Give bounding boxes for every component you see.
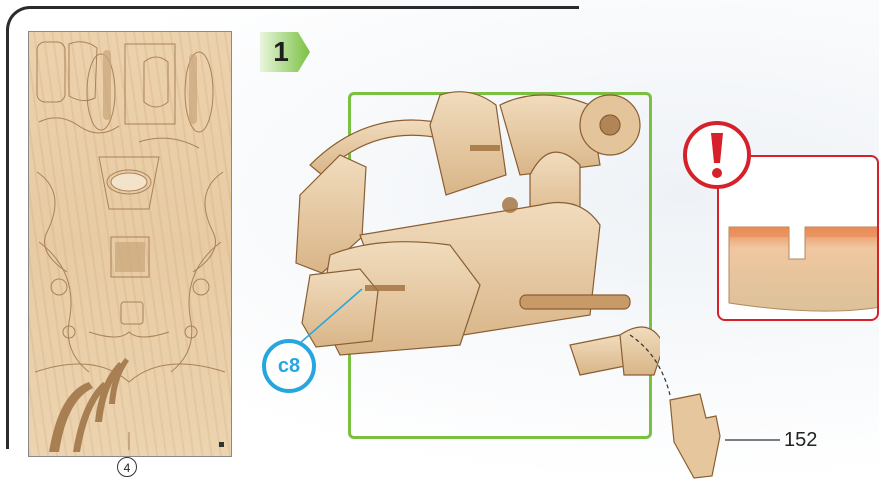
part-152-illustration [600, 330, 790, 480]
exclamation-glyph [687, 125, 747, 185]
c8-leader-line [300, 285, 370, 345]
sheet-parts-outline [29, 32, 231, 456]
exclamation-icon [683, 121, 751, 189]
sheet-number-circle: 4 [117, 457, 137, 477]
plywood-sheet [28, 31, 232, 457]
step-number: 1 [268, 34, 294, 70]
part-152-label: 152 [784, 429, 817, 452]
c8-detail-callout: c8 [262, 339, 316, 393]
